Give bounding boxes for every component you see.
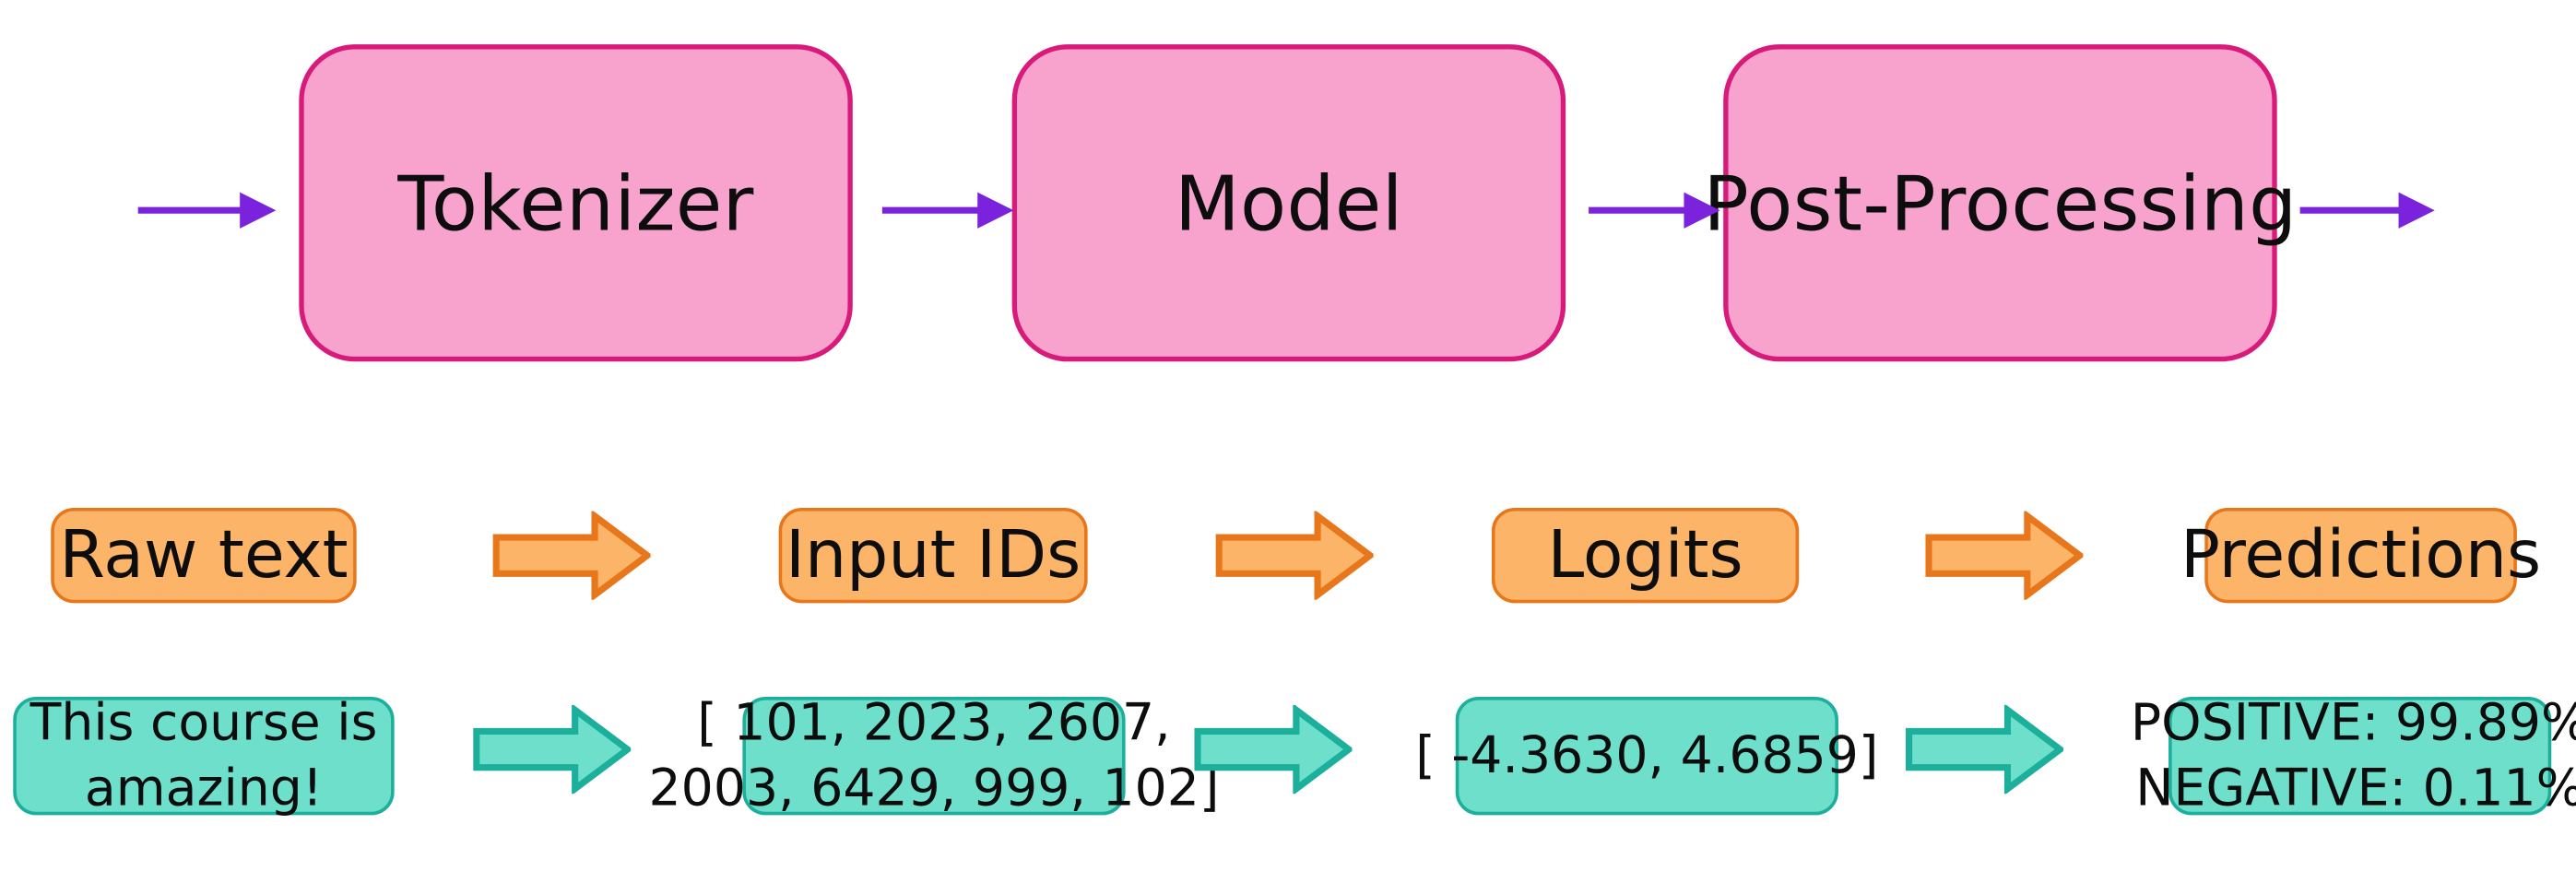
stage-post-processing-label: Post-Processing [1703, 159, 2298, 248]
label-predictions-text: Predictions [2180, 517, 2542, 594]
thin-arrow-output [2299, 178, 2435, 243]
value-predictions-line-1: POSITIVE: 99.89% [2130, 692, 2576, 753]
value-predictions-line-2: NEGATIVE: 0.11% [2135, 759, 2576, 818]
value-logits-text: [ -4.3630, 4.6859] [1399, 723, 1895, 789]
label-raw-text: Raw text [51, 507, 357, 604]
block-arrow-teal-2 [1194, 704, 1353, 794]
block-arrow-orange-2 [1215, 511, 1374, 600]
value-raw-text-line-2: amazing! [84, 759, 324, 818]
label-raw-text-text: Raw text [59, 517, 349, 594]
value-predictions-text: POSITIVE: 99.89% NEGATIVE: 0.11% [2114, 689, 2576, 822]
label-input-ids-text: Input IDs [785, 517, 1081, 594]
value-input-ids-line-2: 2003, 6429, 999, 102] [648, 759, 1220, 818]
block-arrow-teal-1 [473, 704, 632, 794]
value-raw-text-line-1: This course is [30, 692, 378, 753]
block-arrow-teal-3 [1905, 704, 2064, 794]
label-logits: Logits [1491, 507, 1800, 604]
stage-model-label: Model [1174, 159, 1403, 248]
value-logits: [ -4.3630, 4.6859] [1415, 697, 1879, 816]
value-input-ids-text: [ 101, 2023, 2607, 2003, 6429, 999, 102] [632, 689, 1236, 822]
value-input-ids-line-1: [ 101, 2023, 2607, [697, 692, 1171, 753]
block-arrow-orange-3 [1925, 511, 2084, 600]
label-logits-text: Logits [1547, 517, 1743, 594]
value-raw-text: This course is amazing! [13, 693, 395, 818]
label-input-ids: Input IDs [778, 507, 1088, 604]
thin-arrow-input [137, 178, 277, 243]
thin-arrow-model-to-post-processing [1589, 178, 1720, 243]
value-raw-text-text: This course is amazing! [14, 689, 394, 822]
value-logits-line-1: [ -4.3630, 4.6859] [1415, 725, 1879, 786]
label-predictions: Predictions [2180, 507, 2541, 604]
value-predictions: POSITIVE: 99.89% NEGATIVE: 0.11% [2131, 693, 2576, 818]
block-arrow-orange-1 [492, 511, 651, 600]
stage-tokenizer-label: Tokenizer [397, 159, 754, 248]
thin-arrow-tokenizer-to-model [881, 178, 1014, 243]
stage-model: Model [1011, 44, 1566, 362]
value-input-ids: [ 101, 2023, 2607, 2003, 6429, 999, 102] [649, 693, 1220, 818]
stage-tokenizer: Tokenizer [299, 44, 853, 362]
stage-post-processing: Post-Processing [1703, 44, 2297, 362]
